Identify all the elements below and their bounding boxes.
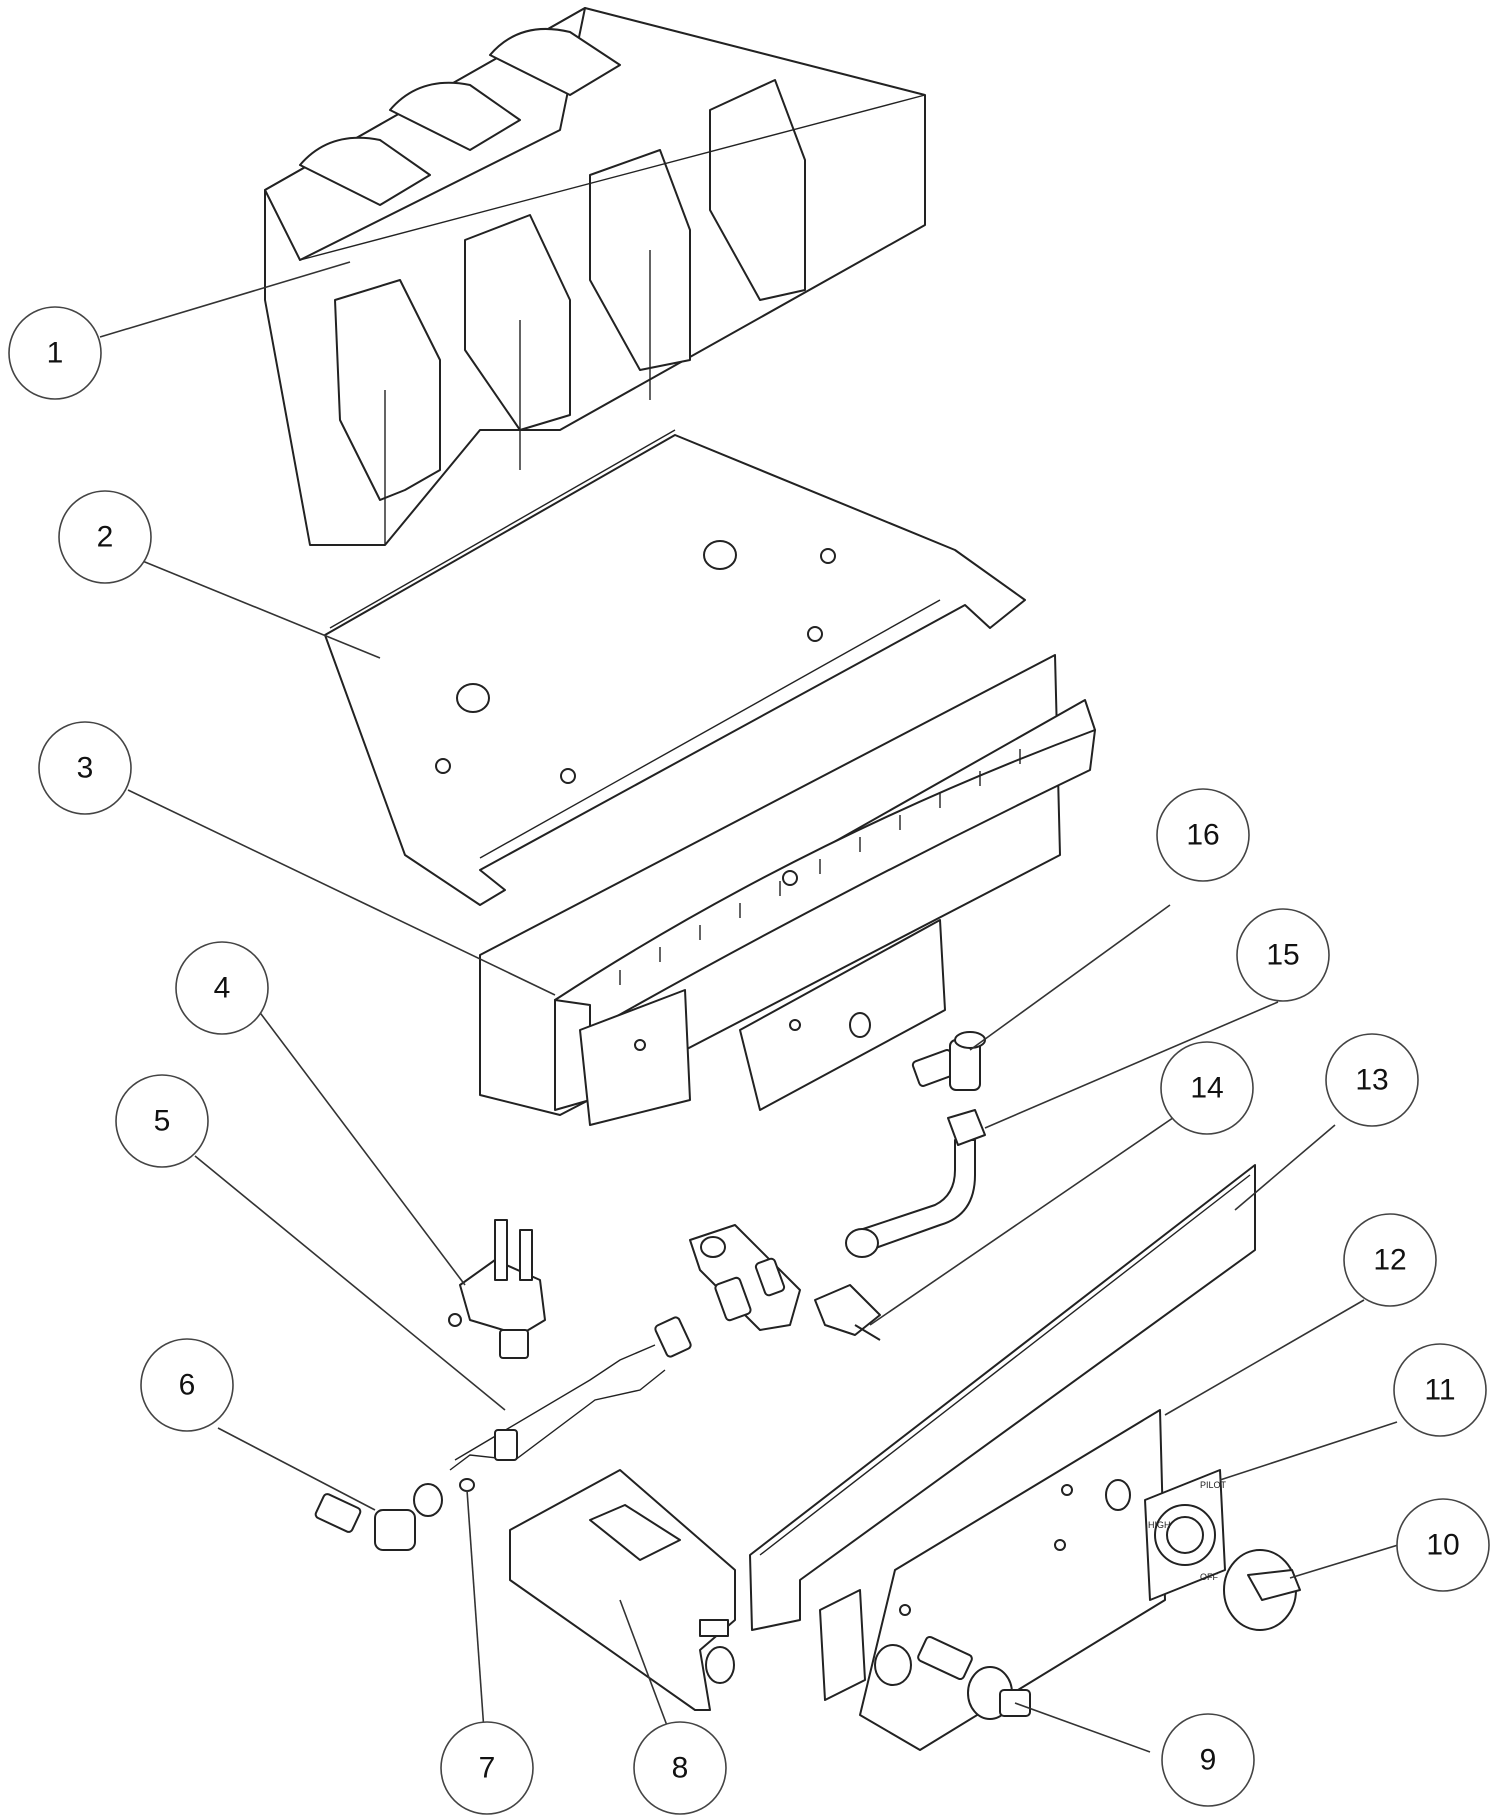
leader-13 xyxy=(1234,1124,1336,1211)
callout-label-3: 3 xyxy=(77,752,94,785)
callout-7: 7 xyxy=(440,1721,534,1815)
callout-label-16: 16 xyxy=(1186,819,1219,852)
leader-14 xyxy=(869,1110,1184,1326)
callout-label-15: 15 xyxy=(1266,939,1299,972)
callout-label-8: 8 xyxy=(672,1752,689,1785)
callout-label-13: 13 xyxy=(1355,1064,1388,1097)
callout-3: 3 xyxy=(38,721,132,815)
dial-high-label: HIGH xyxy=(1148,1520,1171,1530)
leader-1 xyxy=(99,261,351,338)
callout-16: 16 xyxy=(1156,788,1250,882)
dial-off-label: OFF xyxy=(1200,1572,1218,1582)
leader-4 xyxy=(254,1005,466,1286)
leader-3 xyxy=(127,789,556,996)
callout-1: 1 xyxy=(8,306,102,400)
part-6-angle-valve xyxy=(314,1483,443,1551)
part-8-mounting-bracket xyxy=(509,1469,736,1711)
callouts: 1 2 3 4 5 6 7 8 xyxy=(8,306,1490,1815)
part-16-elbow-fitting xyxy=(911,1031,986,1091)
callout-label-5: 5 xyxy=(154,1105,171,1138)
callout-13: 13 xyxy=(1325,1033,1419,1127)
part-1-log-set xyxy=(264,7,926,546)
callout-label-7: 7 xyxy=(479,1752,496,1785)
callout-label-14: 14 xyxy=(1190,1072,1223,1105)
part-3-burner-assembly xyxy=(479,654,1096,1126)
leader-16 xyxy=(969,904,1171,1051)
part-13-heat-shield xyxy=(749,1164,1256,1631)
leader-9 xyxy=(1014,1702,1151,1753)
leader-7 xyxy=(466,1489,486,1746)
callout-label-2: 2 xyxy=(97,521,114,554)
leader-10 xyxy=(1289,1544,1399,1579)
callout-9: 9 xyxy=(1161,1713,1255,1807)
callout-11: 11 xyxy=(1393,1343,1487,1437)
part-7-clip xyxy=(459,1478,475,1492)
callout-label-4: 4 xyxy=(214,972,231,1005)
callout-label-10: 10 xyxy=(1426,1529,1459,1562)
callout-label-11: 11 xyxy=(1424,1374,1455,1407)
callout-4: 4 xyxy=(175,941,269,1035)
part-15-gas-tube xyxy=(845,1109,986,1258)
callout-14: 14 xyxy=(1160,1041,1254,1135)
callout-2: 2 xyxy=(58,490,152,584)
leader-12 xyxy=(1164,1299,1365,1416)
leader-lines xyxy=(99,261,1399,1753)
leader-15 xyxy=(984,1001,1279,1129)
leader-11 xyxy=(1219,1421,1398,1481)
part-10-control-knob xyxy=(1223,1549,1301,1631)
callout-12: 12 xyxy=(1343,1213,1437,1307)
part-5-pilot-tubing xyxy=(449,1316,692,1471)
leader-8 xyxy=(619,1599,676,1748)
callout-8: 8 xyxy=(633,1721,727,1815)
part-4-pilot-assembly xyxy=(448,1219,546,1359)
dial-pilot-label: PILOT xyxy=(1200,1480,1227,1490)
leader-2 xyxy=(139,559,381,659)
callout-15: 15 xyxy=(1236,908,1330,1002)
leader-5 xyxy=(194,1155,506,1411)
callout-label-12: 12 xyxy=(1373,1244,1406,1277)
callout-5: 5 xyxy=(115,1074,209,1168)
part-11-dial-plate: HIGH PILOT OFF xyxy=(1144,1469,1227,1601)
callout-label-9: 9 xyxy=(1200,1744,1217,1777)
leader-6 xyxy=(217,1427,376,1511)
part-2-ember-plate xyxy=(324,429,1026,906)
callout-label-1: 1 xyxy=(47,337,64,370)
callout-label-6: 6 xyxy=(179,1369,196,1402)
callout-10: 10 xyxy=(1396,1498,1490,1592)
callout-6: 6 xyxy=(140,1338,234,1432)
part-14-valve-body xyxy=(689,1224,881,1341)
